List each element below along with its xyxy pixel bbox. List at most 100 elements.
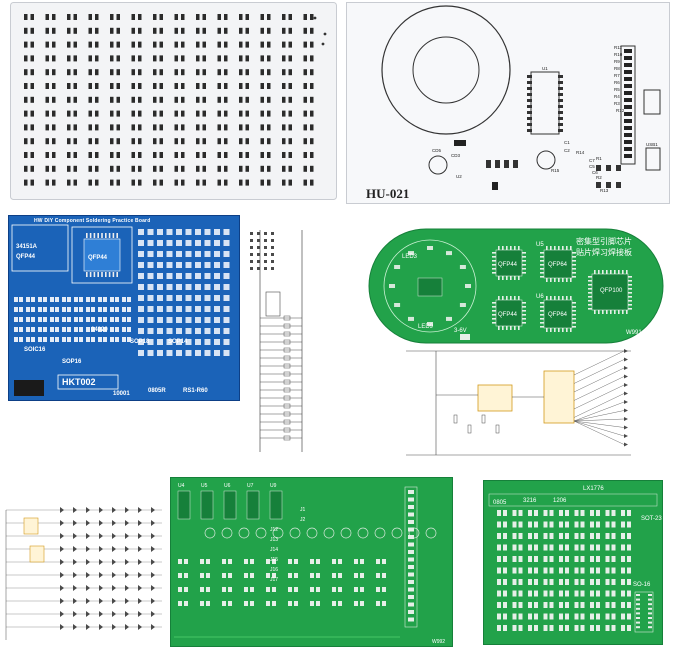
pad [52, 27, 56, 34]
led-symbol [86, 598, 90, 604]
pad [159, 96, 163, 103]
pad [282, 55, 286, 62]
pin [572, 268, 576, 270]
pad [528, 544, 532, 551]
pad [260, 55, 264, 62]
pad [596, 182, 601, 188]
grid-dot [257, 260, 260, 263]
pad [67, 152, 71, 158]
pad [62, 307, 66, 312]
led-symbol [86, 546, 90, 552]
pcb-label: C1 [564, 140, 570, 145]
pin [588, 296, 592, 298]
pad [272, 587, 276, 592]
led-pad [446, 316, 452, 321]
qfp-body [83, 238, 121, 272]
pin [648, 603, 652, 606]
pcb-label: C2 [564, 148, 570, 153]
pad [590, 602, 594, 608]
grid-dot [264, 239, 267, 242]
wire [573, 401, 625, 422]
pad [267, 41, 271, 48]
pad [153, 165, 157, 172]
pad [204, 251, 211, 257]
pad [166, 306, 173, 312]
pad [624, 119, 632, 123]
pad [310, 27, 314, 34]
pcb-label: SOP18 [130, 339, 150, 345]
pad [30, 179, 34, 186]
pad [310, 69, 314, 76]
pin [492, 264, 496, 266]
pad [30, 165, 34, 172]
pad [596, 521, 600, 528]
pad [272, 601, 276, 606]
pad [376, 559, 380, 564]
pad [288, 41, 292, 48]
led-pad [394, 265, 401, 269]
pad [558, 123, 563, 126]
led-symbol [138, 624, 142, 630]
pad [574, 556, 579, 562]
pin [628, 280, 632, 282]
pcb-label: R4 [614, 94, 620, 99]
pad [26, 307, 30, 312]
pcb-label: LED3 [402, 254, 418, 260]
pad [611, 556, 616, 562]
pad [196, 138, 200, 145]
pad [174, 14, 178, 20]
pad [605, 556, 610, 562]
pin [636, 626, 640, 629]
pad [503, 556, 507, 562]
pad [174, 41, 178, 48]
pad [176, 350, 182, 356]
pcb-label: R5 [614, 87, 620, 92]
led-footprint [204, 527, 216, 539]
pad [260, 41, 264, 48]
led-pad [446, 251, 452, 256]
pad [174, 27, 178, 34]
pad [303, 110, 307, 117]
pad [67, 307, 71, 312]
pin [522, 322, 526, 324]
component-symbol [283, 379, 291, 385]
pad [624, 91, 632, 95]
pad [303, 27, 307, 34]
pad [50, 327, 54, 332]
pad [214, 295, 220, 301]
pad [512, 567, 517, 574]
pad [174, 96, 178, 103]
pad [239, 41, 243, 48]
pad [116, 55, 120, 62]
pad [310, 587, 314, 592]
pad [303, 41, 307, 48]
pad [86, 297, 90, 302]
pin [101, 272, 103, 277]
pad [565, 579, 569, 585]
pad [250, 573, 254, 578]
pad [14, 327, 18, 332]
pin [602, 310, 604, 314]
pad [91, 337, 95, 342]
pad [214, 328, 220, 334]
pin [540, 326, 544, 328]
pad [534, 602, 538, 608]
pad [131, 96, 135, 103]
pad [26, 317, 30, 322]
pad [95, 96, 99, 103]
led-symbol [112, 559, 116, 565]
pin [636, 621, 640, 624]
pad [204, 262, 211, 268]
pad [611, 590, 616, 597]
wire [573, 350, 625, 376]
pad [202, 69, 206, 76]
pad [88, 138, 92, 145]
led-pad [408, 316, 414, 321]
pad [621, 510, 625, 516]
pad [565, 533, 569, 539]
pad [153, 41, 157, 48]
grid-dot [264, 267, 267, 270]
pad [159, 124, 163, 131]
component-symbol [283, 323, 291, 329]
pad [131, 83, 135, 89]
